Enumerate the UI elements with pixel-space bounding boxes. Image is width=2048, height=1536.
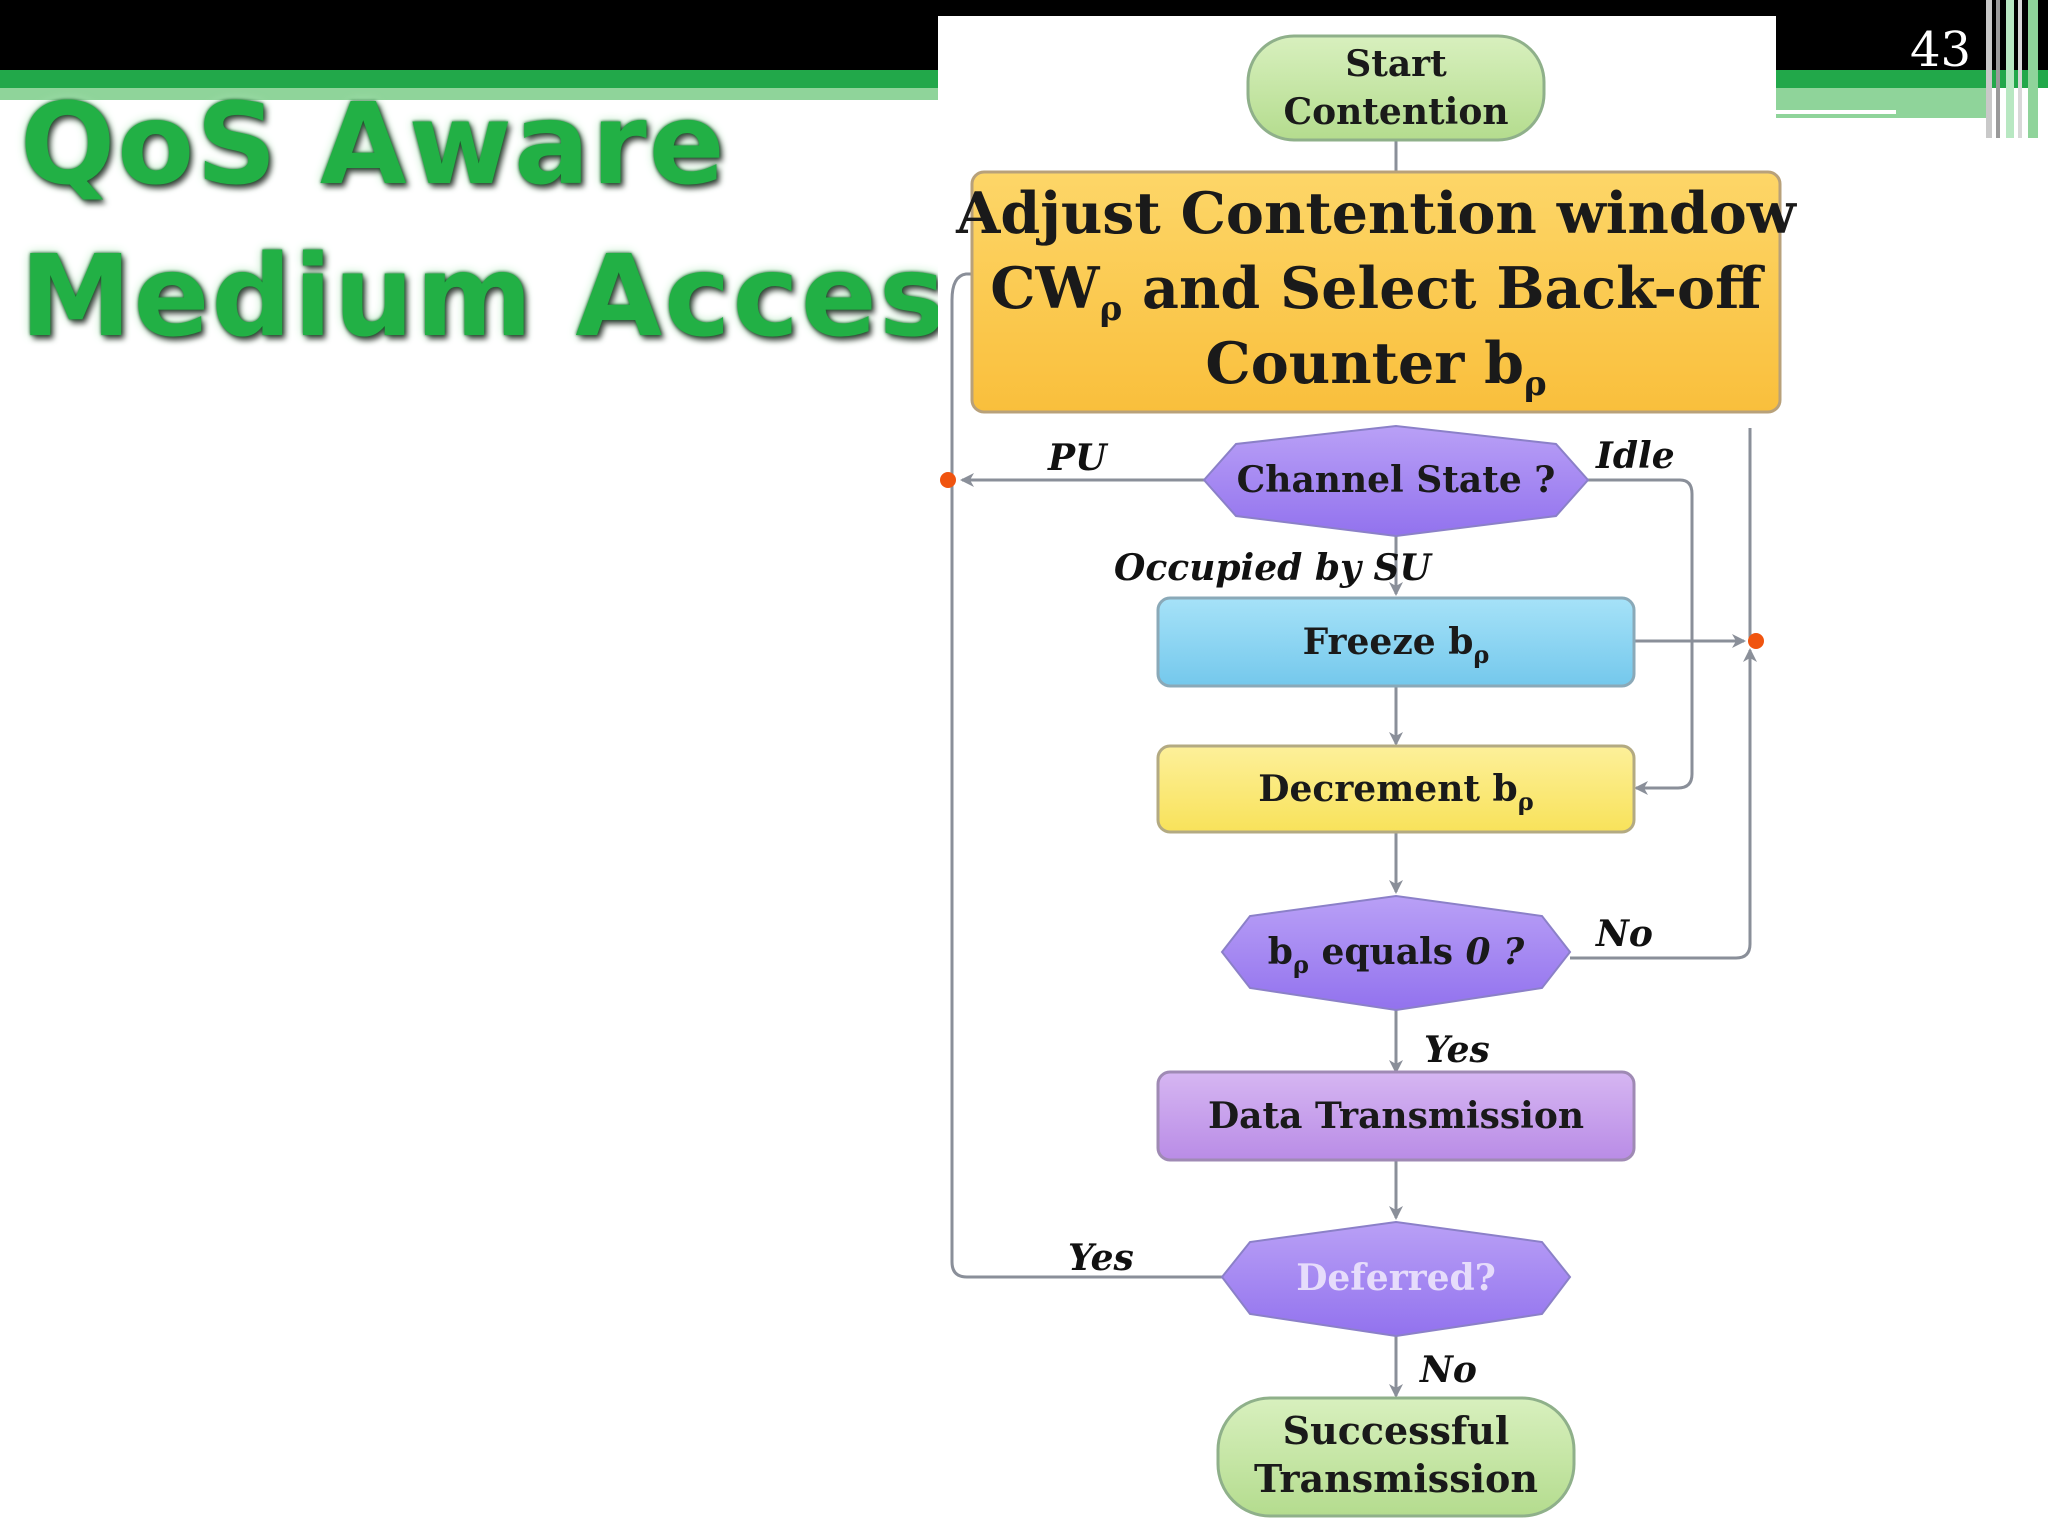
decrement-node: Decrement bρ [1156, 744, 1636, 834]
adjust-contention-node: Adjust Contention window CWρ and Select … [955, 170, 1798, 414]
label-yes-to-data: Yes [1424, 1029, 1490, 1071]
adjust-line-1: Adjust Contention window [955, 180, 1798, 247]
adjust-line-2: CWρ and Select Back-off [990, 255, 1765, 329]
decorative-stripe [2006, 0, 2014, 138]
channel-state-label: Channel State ? [1237, 459, 1556, 501]
success-node: Successful Transmission [1216, 1396, 1576, 1518]
label-occupied-by-su: Occupied by SU [1114, 547, 1433, 589]
deferred-label: Deferred? [1296, 1257, 1496, 1299]
freeze-label: Freeze bρ [1303, 621, 1490, 669]
slide-title-line-1: QoS Aware [20, 80, 727, 210]
label-idle: Idle [1595, 435, 1675, 477]
slide-number: 43 [1910, 22, 1972, 78]
label-no-success: No [1419, 1349, 1477, 1391]
label-no-loop: No [1595, 913, 1653, 955]
bp-zero-label: bρ equals 0 ? [1268, 931, 1525, 979]
decorative-stripe [2028, 0, 2038, 138]
flow-connectors [950, 140, 1757, 1398]
success-line-1: Successful [1283, 1408, 1510, 1453]
slide-title-line-2: Medium Access [20, 232, 1017, 362]
bp-zero-decision: bρ equals 0 ? [1220, 894, 1572, 1012]
decorative-stripe [1986, 0, 1992, 138]
connector-dot-left [940, 472, 956, 488]
data-transmission-node: Data Transmission [1156, 1070, 1636, 1162]
start-node: Start Contention [1246, 34, 1546, 142]
edge-no-loop [1570, 648, 1757, 960]
label-yes-deferred: Yes [1068, 1237, 1134, 1279]
decorative-stripe [1996, 0, 2000, 138]
deferred-decision: Deferred? [1220, 1220, 1572, 1338]
label-pu: PU [1047, 437, 1109, 479]
freeze-node: Freeze bρ [1156, 596, 1636, 688]
decorative-stripe [2018, 0, 2022, 138]
start-line-2: Contention [1283, 91, 1508, 133]
decrement-label: Decrement bρ [1258, 768, 1533, 816]
adjust-line-3: Counter bρ [1205, 330, 1546, 404]
edge-left-loop-up [950, 272, 972, 492]
connector-dot-right [1748, 633, 1764, 649]
edge-left-loop [950, 492, 1222, 1279]
decorative-white-line [1776, 110, 1896, 114]
start-line-1: Start [1345, 43, 1447, 85]
data-transmission-label: Data Transmission [1208, 1095, 1584, 1137]
success-line-2: Transmission [1254, 1456, 1538, 1501]
top-light-green-bar [0, 88, 960, 100]
channel-state-decision: Channel State ? [1202, 424, 1590, 538]
edge-idle-to-decrement [1588, 478, 1694, 795]
